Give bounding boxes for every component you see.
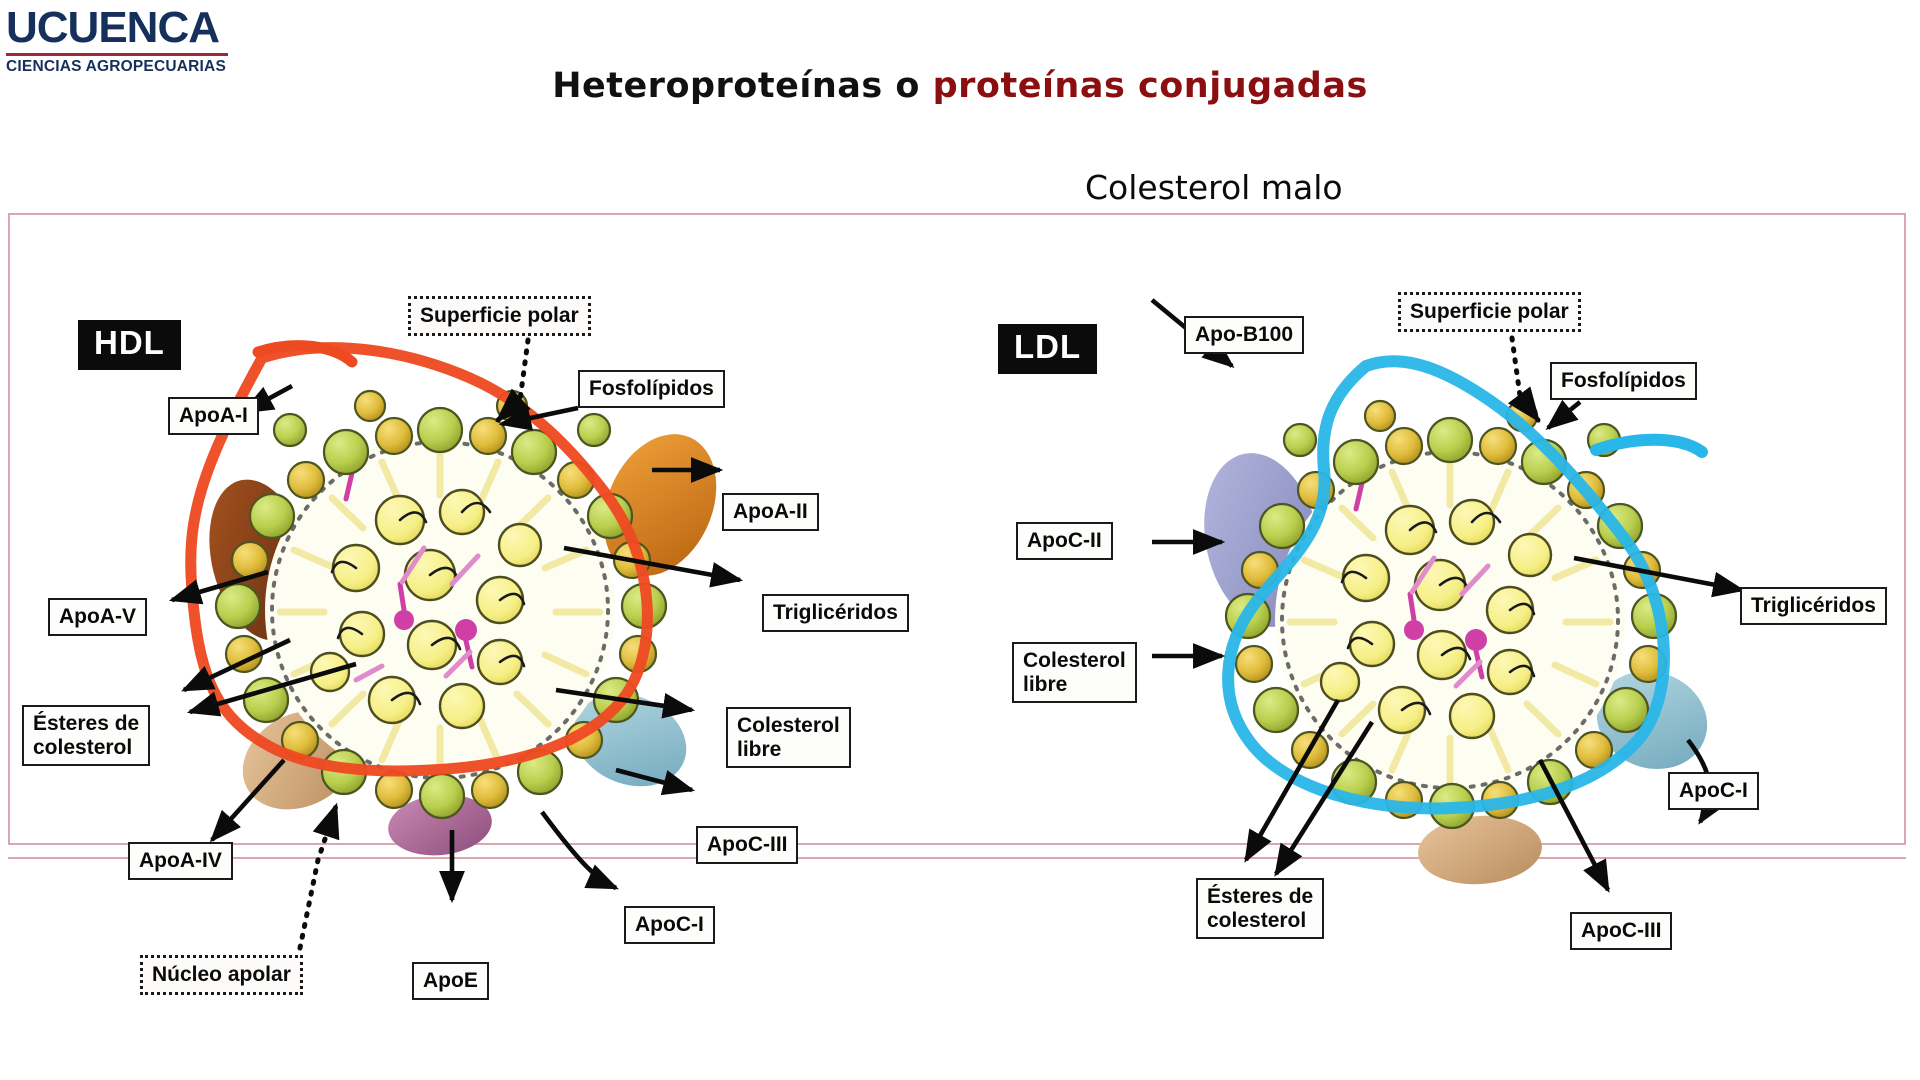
hdl-label-colesterol-libre: Colesterol libre — [726, 707, 851, 769]
hdl-label-fosfolipidos: Fosfolípidos — [578, 370, 725, 408]
hdl-label-apoe: ApoE — [412, 962, 489, 1000]
logo-wordmark: UCUENCA — [6, 3, 220, 52]
ldl-label-superficie-polar: Superficie polar — [1398, 292, 1581, 332]
page-title-part2: proteínas conjugadas — [932, 66, 1368, 106]
ldl-label-apoc-i: ApoC-I — [1668, 772, 1759, 810]
hdl-label-apoa-v: ApoA-V — [48, 598, 147, 636]
ldl-label-fosfolipidos: Fosfolípidos — [1550, 362, 1697, 400]
subtitle-colesterol-malo: Colesterol malo — [1085, 168, 1343, 207]
ldl-label-apoc-iii: ApoC-III — [1570, 912, 1673, 950]
ldl-label-trigliceridos: Triglicéridos — [1740, 587, 1887, 625]
figure-bottom-rule — [8, 857, 1906, 859]
ldl-label-colesterol-libre: Colesterol libre — [1012, 642, 1137, 704]
hdl-label-apoa-i: ApoA-I — [168, 397, 259, 435]
hdl-label-apoc-iii: ApoC-III — [696, 826, 799, 864]
hdl-label-apoa-iv: ApoA-IV — [128, 842, 233, 880]
ldl-tag: LDL — [998, 324, 1098, 374]
hdl-label-nucleo-apolar: Núcleo apolar — [140, 955, 303, 995]
hdl-label-apoc-i: ApoC-I — [624, 906, 715, 944]
figure-frame — [8, 213, 1906, 845]
hdl-label-esteres-de-colesterol: Ésteres de colesterol — [22, 705, 151, 767]
ldl-label-apoc-ii: ApoC-II — [1016, 522, 1113, 560]
ldl-label-apo-b100: Apo-B100 — [1184, 316, 1305, 354]
logo-faculty-name: CIENCIAS AGROPECUARIAS — [6, 58, 226, 75]
ldl-label-esteres-de-colesterol: Ésteres de colesterol — [1196, 878, 1325, 940]
hdl-label-apoa-ii: ApoA-II — [722, 493, 819, 531]
page-title: Heteroproteínas o proteínas conjugadas — [0, 66, 1920, 106]
hdl-label-trigliceridos: Triglicéridos — [762, 594, 909, 632]
ucuenca-logo: UCUENCA CIENCIAS AGROPECUARIAS — [6, 6, 246, 76]
logo-divider — [6, 53, 228, 56]
hdl-label-superficie-polar: Superficie polar — [408, 296, 591, 336]
page-title-part1: Heteroproteínas o — [552, 66, 933, 106]
hdl-tag: HDL — [78, 320, 181, 370]
